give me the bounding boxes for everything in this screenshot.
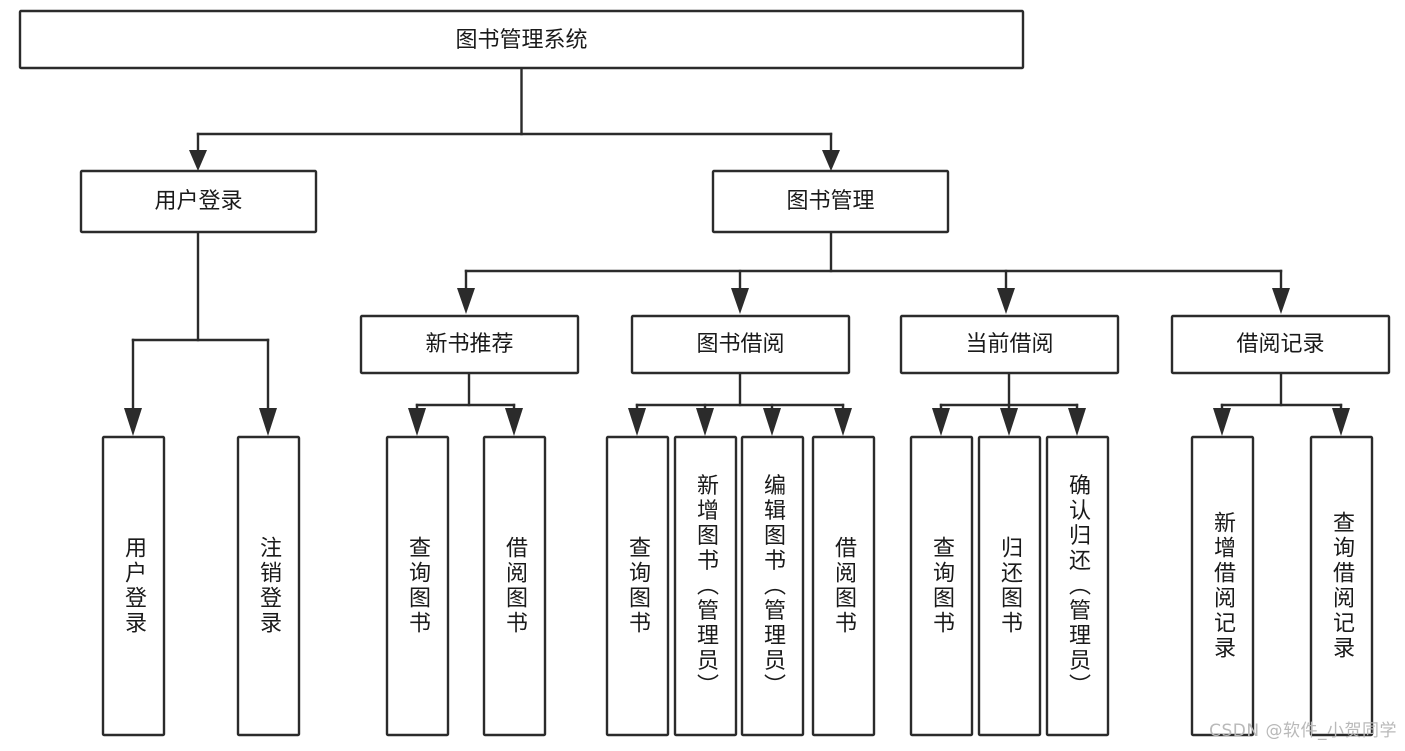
node-book-management-label: 图书管理 (786, 189, 874, 214)
node-current-borrow[interactable]: 当前借阅 (899, 314, 1120, 375)
node-leaf-current-return-book[interactable]: 归还图书 (977, 435, 1042, 737)
node-leaf-record-add[interactable]: 新增借阅记录 (1190, 435, 1255, 737)
node-book-borrow[interactable]: 图书借阅 (630, 314, 851, 375)
node-leaf-current-confirm-return[interactable]: 确认归还（管理员） (1045, 435, 1110, 737)
node-leaf-user-login-label: 用户登录 (121, 536, 147, 636)
arrowhead-new-book-rec (457, 288, 475, 314)
node-leaf-borrow-query-book-label: 查询图书 (625, 536, 651, 636)
node-leaf-borrow-borrow-book-label: 借阅图书 (831, 536, 857, 636)
arrowhead-record-leaf-2 (1332, 408, 1350, 436)
node-leaf-borrow-add-book-label: 新增图书（管理员） (693, 474, 719, 699)
node-leaf-logout[interactable]: 注销登录 (236, 435, 301, 737)
node-user-login-label: 用户登录 (154, 189, 242, 214)
arrowhead-current-borrow (997, 288, 1015, 314)
node-leaf-borrow-query-book[interactable]: 查询图书 (605, 435, 670, 737)
node-borrow-record-label: 借阅记录 (1236, 332, 1324, 357)
node-leaf-borrow-add-book[interactable]: 新增图书（管理员） (673, 435, 738, 737)
node-leaf-newbook-borrow-book[interactable]: 借阅图书 (482, 435, 547, 737)
arrowhead-book-borrow (731, 288, 749, 314)
node-leaf-current-confirm-return-label: 确认归还（管理员） (1065, 474, 1091, 699)
node-leaf-record-query[interactable]: 查询借阅记录 (1309, 435, 1374, 737)
node-book-borrow-label: 图书借阅 (696, 332, 784, 357)
node-leaf-current-query-book-label: 查询图书 (929, 536, 955, 636)
node-leaf-user-login[interactable]: 用户登录 (101, 435, 166, 737)
arrowhead-borrow-leaf-4 (834, 408, 852, 436)
arrowhead-newbook-leaf-1 (408, 408, 426, 436)
node-leaf-borrow-edit-book[interactable]: 编辑图书（管理员） (740, 435, 805, 737)
node-leaf-newbook-query-book[interactable]: 查询图书 (385, 435, 450, 737)
node-current-borrow-label: 当前借阅 (965, 332, 1053, 357)
node-root-label: 图书管理系统 (455, 28, 587, 53)
arrowhead-leaf-user-login (124, 408, 142, 436)
node-leaf-record-query-label: 查询借阅记录 (1329, 511, 1355, 661)
arrowhead-newbook-leaf-2 (505, 408, 523, 436)
arrowhead-borrow-leaf-3 (763, 408, 781, 436)
node-root[interactable]: 图书管理系统 (18, 9, 1025, 70)
arrowhead-current-leaf-2 (1000, 408, 1018, 436)
arrowhead-book-mgmt (822, 150, 840, 171)
arrowhead-leaf-logout (259, 408, 277, 436)
node-borrow-record[interactable]: 借阅记录 (1170, 314, 1391, 375)
arrowhead-borrow-leaf-2 (696, 408, 714, 436)
arrowhead-user-login (189, 150, 207, 171)
arrowhead-borrow-leaf-1 (628, 408, 646, 436)
node-leaf-current-query-book[interactable]: 查询图书 (909, 435, 974, 737)
node-user-login[interactable]: 用户登录 (79, 169, 318, 234)
node-leaf-current-return-book-label: 归还图书 (997, 536, 1023, 636)
node-new-book-recommend-label: 新书推荐 (425, 332, 513, 357)
arrowhead-borrow-record (1272, 288, 1290, 314)
node-leaf-record-add-label: 新增借阅记录 (1210, 511, 1236, 661)
node-new-book-recommend[interactable]: 新书推荐 (359, 314, 580, 375)
node-leaf-borrow-edit-book-label: 编辑图书（管理员） (760, 474, 786, 699)
arrowhead-record-leaf-1 (1213, 408, 1231, 436)
arrowhead-current-leaf-3 (1068, 408, 1086, 436)
node-leaf-newbook-borrow-book-label: 借阅图书 (502, 536, 528, 636)
connector-layer (124, 67, 1350, 436)
arrowhead-current-leaf-1 (932, 408, 950, 436)
node-book-management[interactable]: 图书管理 (711, 169, 950, 234)
node-leaf-borrow-borrow-book[interactable]: 借阅图书 (811, 435, 876, 737)
node-leaf-logout-label: 注销登录 (256, 536, 282, 636)
node-leaf-newbook-query-book-label: 查询图书 (405, 536, 431, 636)
